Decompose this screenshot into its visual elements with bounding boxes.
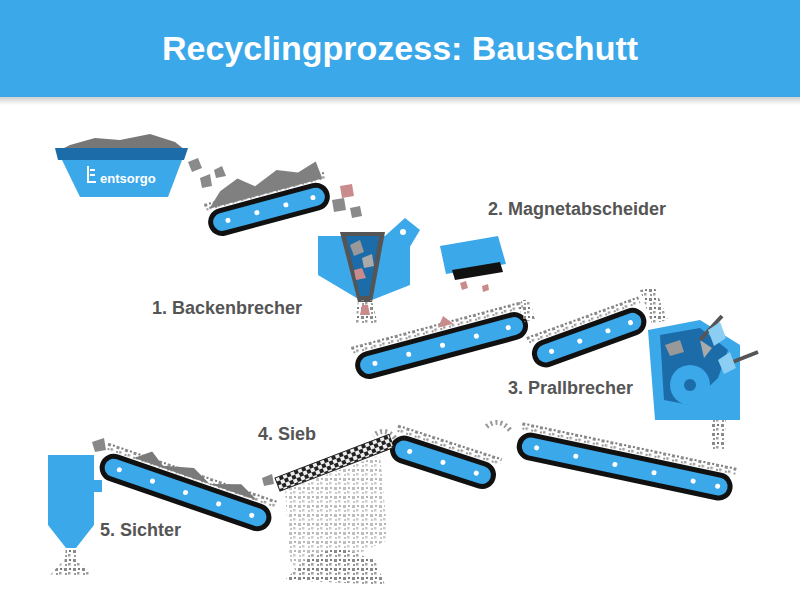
title-shadow (0, 97, 800, 105)
impact-crusher (648, 316, 758, 450)
conveyor-belt (514, 421, 737, 503)
part-label: 5. Sichter (100, 520, 181, 541)
container (55, 134, 188, 197)
screen (262, 434, 394, 585)
conveyor-belt (348, 295, 531, 382)
part-label: 1. Backenbrecher (152, 298, 302, 319)
jaw-crusher (318, 218, 420, 325)
conveyor-belt (386, 423, 502, 492)
magnetic-separator (440, 236, 506, 292)
title: Recyclingprozess: Bauschutt (0, 0, 800, 97)
conveyor-belt (199, 156, 333, 239)
air-classifier (48, 455, 102, 575)
brand-logo: entsorgo (100, 171, 156, 186)
part-label: 2. Magnetabscheider (488, 199, 666, 220)
conveyor-belt (525, 296, 650, 372)
part-label: 4. Sieb (258, 424, 316, 445)
part-label: 3. Prallbrecher (508, 378, 633, 399)
title-bar (0, 0, 800, 97)
